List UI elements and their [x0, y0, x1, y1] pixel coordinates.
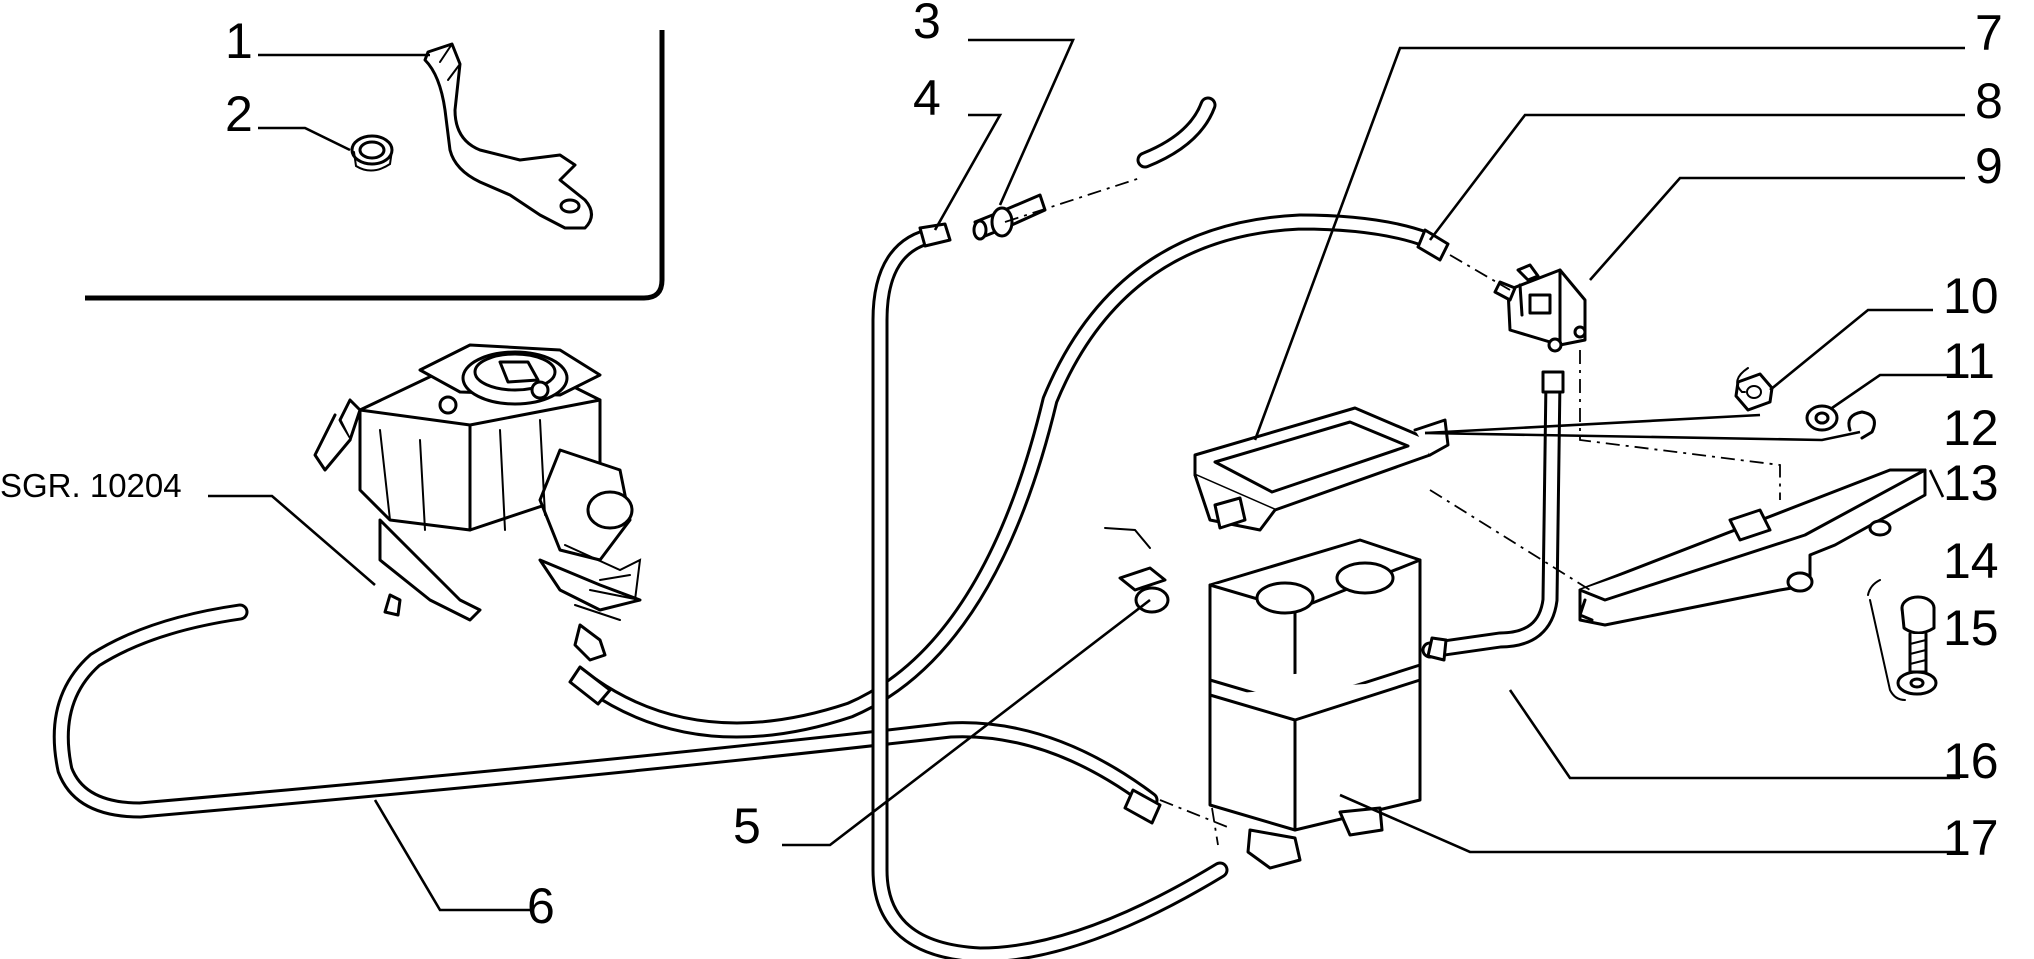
short-hose-part	[1136, 96, 1217, 169]
nut-part	[350, 134, 394, 172]
nut-10-part	[1734, 372, 1774, 412]
clamp-bracket-part	[423, 42, 593, 230]
callout-1: 1	[225, 13, 253, 69]
vapour-hose-part	[568, 213, 1450, 739]
callout-11: 11	[1943, 333, 1995, 389]
inset-frame	[85, 30, 665, 301]
washer-15-part	[1896, 670, 1938, 696]
callout-9: 9	[1975, 138, 2003, 194]
reference-label: SGR. 10204	[0, 467, 182, 504]
callout-12: 12	[1943, 400, 1999, 456]
callout-7: 7	[1975, 5, 2003, 61]
callout-2: 2	[225, 86, 253, 142]
callout-5: 5	[733, 798, 761, 854]
carburettor-assembly	[313, 343, 642, 662]
washer-11-part	[1805, 404, 1839, 432]
return-hose-part	[52, 603, 1162, 825]
callout-3: 3	[913, 0, 941, 49]
check-valve-part	[972, 193, 1047, 241]
bolt-14-part	[1900, 595, 1936, 674]
callout-13: 13	[1943, 455, 1999, 511]
callout-14: 14	[1943, 533, 1999, 589]
assembly-lines	[1004, 177, 1906, 846]
canister-frame-part	[1193, 406, 1450, 532]
callout-16: 16	[1943, 733, 1999, 789]
callout-15: 15	[1943, 600, 1999, 656]
charcoal-canister-part	[1208, 538, 1422, 870]
callout-6: 6	[527, 878, 555, 934]
callout-4: 4	[913, 70, 941, 126]
callout-labels: 1 2 3 4 5 6 7 8 9 10 11 12 13 14 15 16 1…	[0, 0, 2003, 934]
canister-hose-part	[1421, 370, 1565, 662]
callout-10: 10	[1943, 268, 1999, 324]
breather-hose-part	[871, 222, 1229, 959]
leader-lines	[208, 38, 1965, 912]
clip-12-part	[1847, 410, 1876, 440]
solenoid-valve-part	[1493, 263, 1587, 353]
mounting-plate-part	[1578, 468, 1927, 627]
callout-17: 17	[1943, 810, 1999, 866]
callout-8: 8	[1975, 73, 2003, 129]
